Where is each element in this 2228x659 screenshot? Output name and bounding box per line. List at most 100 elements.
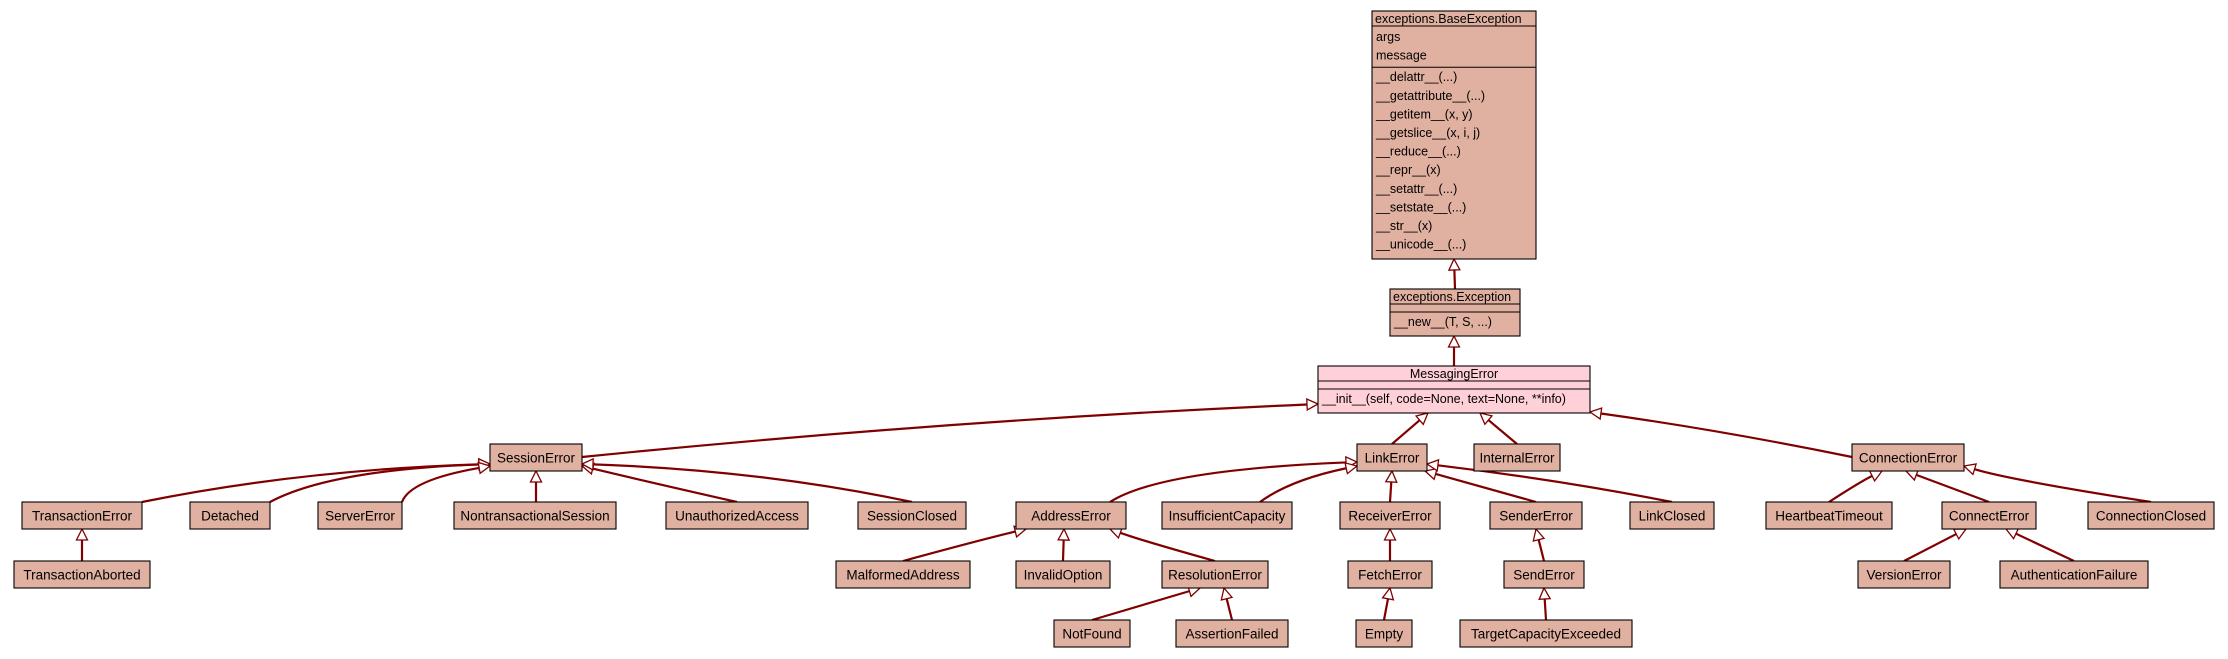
- class-box: [1339, 501, 1441, 530]
- edge-line: [269, 463, 480, 503]
- hollow-arrowhead-icon: [477, 461, 492, 475]
- inheritance-edge: [1057, 527, 1071, 562]
- class-node-connecterror[interactable]: ConnectError: [1941, 501, 2037, 530]
- class-node-malformedaddress[interactable]: MalformedAddress: [835, 560, 971, 589]
- class-box: [1857, 560, 1951, 589]
- class-box: [1371, 10, 1537, 260]
- class-name: ConnectError: [1949, 509, 2030, 524]
- hollow-arrowhead-icon: [1384, 469, 1398, 484]
- class-box: [21, 501, 143, 530]
- hollow-arrowhead-icon: [1447, 257, 1461, 271]
- edge-line: [1903, 533, 1957, 562]
- class-node-unauthorizedaccess[interactable]: UnauthorizedAccess: [665, 501, 809, 530]
- class-node-connectionerror[interactable]: ConnectionError: [1851, 443, 1965, 472]
- class-box: [1851, 443, 1965, 472]
- edge-line: [592, 467, 738, 504]
- inheritance-edge: [1447, 334, 1461, 366]
- class-name: SessionError: [497, 451, 576, 466]
- class-node-sessionclosed[interactable]: SessionClosed: [857, 501, 967, 530]
- hollow-arrowhead-icon: [1538, 586, 1552, 601]
- inheritance-edge: [580, 457, 913, 504]
- class-name: SendError: [1513, 568, 1575, 583]
- class-box: [1355, 619, 1413, 648]
- class-node-senderror[interactable]: SendError: [1503, 560, 1585, 589]
- edge-line: [581, 403, 1308, 459]
- edge-line: [902, 530, 1016, 563]
- class-name: exceptions.BaseException: [1375, 12, 1522, 26]
- class-node-authenticationfailure[interactable]: AuthenticationFailure: [1999, 560, 2149, 589]
- class-name: Detached: [201, 509, 259, 524]
- class-box: [1347, 560, 1433, 589]
- inheritance-edge: [1091, 585, 1202, 622]
- hollow-arrowhead-icon: [1478, 412, 1494, 426]
- edge-line: [1974, 468, 2152, 504]
- class-name: AddressError: [1031, 509, 1111, 524]
- inheritance-edge: [580, 462, 738, 504]
- class-node-nontransactionalsession[interactable]: NontransactionalSession: [453, 501, 617, 530]
- hollow-arrowhead-icon: [1306, 397, 1320, 412]
- edge-line: [1487, 419, 1518, 445]
- edge-line: [1225, 598, 1234, 621]
- class-node-versionerror[interactable]: VersionError: [1857, 560, 1951, 589]
- class-node-invalidoption[interactable]: InvalidOption: [1015, 560, 1111, 589]
- inheritance-edge: [1828, 470, 1884, 503]
- class-node-detached[interactable]: Detached: [189, 501, 271, 530]
- class-name: MessagingError: [1410, 367, 1498, 381]
- class-nodes: exceptions.BaseExceptionargsmessage__del…: [13, 10, 2215, 648]
- class-name: InternalError: [1479, 451, 1555, 466]
- hollow-arrowhead-icon: [1381, 586, 1395, 601]
- class-box: [1765, 501, 1893, 530]
- class-name: ConnectionClosed: [2096, 509, 2206, 524]
- inheritance-edge: [269, 457, 492, 503]
- hollow-arrowhead-icon: [1952, 528, 1968, 541]
- class-node-internalerror[interactable]: InternalError: [1473, 443, 1561, 472]
- class-node-transactionerror[interactable]: TransactionError: [21, 501, 143, 530]
- class-node-assertionfailed[interactable]: AssertionFailed: [1175, 619, 1289, 648]
- hollow-arrowhead-icon: [1423, 467, 1438, 481]
- edge-line: [1537, 539, 1546, 562]
- class-node-exception[interactable]: exceptions.Exception__new__(T, S, ...): [1389, 288, 1521, 337]
- class-box: [1161, 560, 1269, 589]
- class-name: ServerError: [325, 509, 395, 524]
- edge-line: [1382, 598, 1390, 621]
- edge-line: [1119, 531, 1216, 563]
- hollow-arrowhead-icon: [75, 527, 89, 541]
- inheritance-edge: [581, 397, 1320, 459]
- class-node-receivererror[interactable]: ReceiverError: [1339, 501, 1441, 530]
- class-node-linkerror[interactable]: LinkError: [1356, 443, 1428, 472]
- class-node-messagingerror[interactable]: MessagingError__init__(self, code=None, …: [1317, 365, 1591, 414]
- hollow-arrowhead-icon: [1344, 461, 1359, 475]
- inheritance-edge: [2004, 528, 2075, 562]
- class-node-sessionerror[interactable]: SessionError: [489, 443, 583, 472]
- class-node-insufficientcapacity[interactable]: InsufficientCapacity: [1161, 501, 1293, 530]
- class-node-fetcherror[interactable]: FetchError: [1347, 560, 1433, 589]
- inheritance-edge: [1532, 527, 1546, 562]
- class-method: __setattr__(...): [1375, 182, 1457, 196]
- class-node-connectionclosed[interactable]: ConnectionClosed: [2087, 501, 2215, 530]
- class-node-sendererror[interactable]: SenderError: [1489, 501, 1583, 530]
- inheritance-edge: [400, 461, 492, 503]
- class-node-baseexception[interactable]: exceptions.BaseExceptionargsmessage__del…: [1371, 10, 1537, 260]
- class-name: TargetCapacityExceeded: [1471, 627, 1621, 642]
- hollow-arrowhead-icon: [1383, 527, 1397, 541]
- inheritance-edge: [1903, 528, 1968, 562]
- class-method: __reduce__(...): [1375, 145, 1461, 159]
- inheritance-edge: [1478, 412, 1518, 445]
- class-node-targetcapacityexceeded[interactable]: TargetCapacityExceeded: [1459, 619, 1633, 648]
- class-node-resolutionerror[interactable]: ResolutionError: [1161, 560, 1269, 589]
- class-node-heartbeattimeout[interactable]: HeartbeatTimeout: [1765, 501, 1893, 530]
- class-node-empty[interactable]: Empty: [1355, 619, 1413, 648]
- inheritance-edge: [75, 527, 89, 561]
- class-box: [453, 501, 617, 530]
- class-node-transactionaborted[interactable]: TransactionAborted: [13, 560, 151, 589]
- class-node-servererror[interactable]: ServerError: [317, 501, 403, 530]
- class-box: [1489, 501, 1583, 530]
- edge-line: [1091, 590, 1190, 622]
- class-name: UnauthorizedAccess: [675, 509, 799, 524]
- class-node-addresserror[interactable]: AddressError: [1015, 501, 1127, 530]
- class-node-notfound[interactable]: NotFound: [1053, 619, 1131, 648]
- class-node-linkclosed[interactable]: LinkClosed: [1629, 501, 1715, 530]
- hollow-arrowhead-icon: [1057, 527, 1071, 541]
- edge-line: [1259, 467, 1347, 503]
